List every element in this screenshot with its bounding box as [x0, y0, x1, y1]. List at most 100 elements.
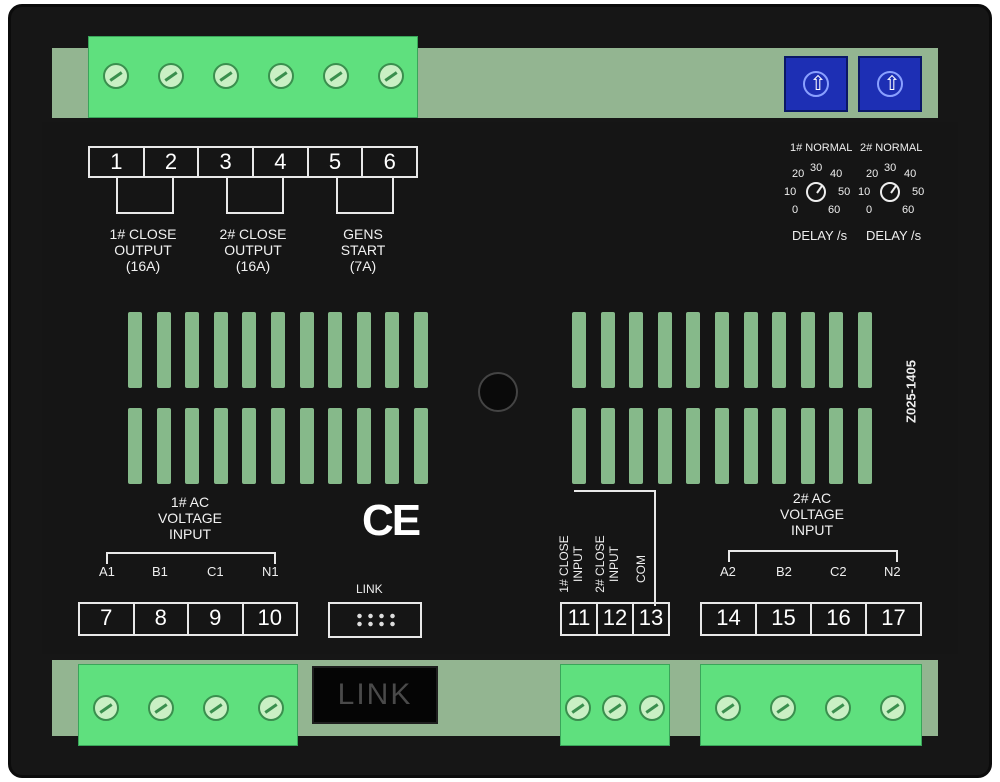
screw-icon[interactable] [258, 695, 284, 721]
ce-mark: CE [362, 496, 421, 545]
screw-icon[interactable] [103, 63, 129, 89]
vent-slot [385, 312, 400, 388]
screw-icon[interactable] [203, 695, 229, 721]
vent-slot [328, 312, 343, 388]
screw-icon[interactable] [602, 695, 628, 721]
contact-symbol [336, 178, 394, 214]
vent-slot [829, 312, 844, 388]
vent-slot [829, 408, 844, 484]
screw-icon[interactable] [158, 63, 184, 89]
vent-slot [242, 408, 257, 484]
vent-slot [715, 312, 729, 388]
phase-label: C2 [830, 564, 847, 579]
vent-slot [128, 312, 142, 388]
arrow-up-icon: ⇧ [883, 73, 901, 95]
scale-label: 30 [884, 162, 897, 174]
phase-label: C1 [207, 564, 224, 579]
vent-slot [185, 312, 200, 388]
vent-slot [772, 312, 787, 388]
scale-label: 40 [904, 168, 917, 180]
vent-slot [743, 408, 758, 484]
screw-icon[interactable] [565, 695, 591, 721]
delay-potentiometer-2[interactable]: ⇧ [858, 56, 922, 112]
phase-label: N2 [884, 564, 901, 579]
terminal-1: 1 [90, 148, 145, 176]
vent-slot [629, 312, 644, 388]
vent-slot [743, 312, 758, 388]
terminal-6: 6 [383, 149, 396, 174]
scale-label: 50 [912, 186, 925, 198]
scale-label: 10 [784, 186, 797, 198]
vent-slot [572, 408, 586, 484]
vent-slot [858, 312, 872, 388]
phase-label: N1 [262, 564, 279, 579]
screw-icon[interactable] [639, 695, 665, 721]
terminal-10: 10 [257, 605, 282, 630]
contact-symbol [226, 178, 284, 214]
phase-label: B2 [776, 564, 792, 579]
vent-slot [414, 312, 428, 388]
scale-label: 40 [830, 168, 843, 180]
input-wiring [574, 490, 656, 606]
vent-slot [356, 408, 371, 484]
screw-icon[interactable] [323, 63, 349, 89]
delay-caption-2: DELAY /s [866, 228, 922, 243]
scale-label: 20 [792, 168, 805, 180]
vent-slot [242, 312, 257, 388]
phase-label: A2 [720, 564, 736, 579]
terminal-12: 12 [598, 604, 634, 634]
delay-dial-2[interactable] [880, 182, 900, 202]
terminal-3: 3 [199, 148, 255, 176]
arrow-up-icon: ⇧ [809, 73, 827, 95]
screw-icon[interactable] [715, 695, 741, 721]
screw-icon[interactable] [825, 695, 851, 721]
vent-slot [299, 408, 314, 484]
terminal-15: 15 [757, 604, 812, 634]
close-input-label-2: 2# CLOSE INPUT [593, 535, 621, 593]
scale-label: 60 [902, 204, 915, 216]
ac1-terminal-block: 7 8 9 10 [78, 602, 298, 636]
screw-icon[interactable] [268, 63, 294, 89]
vent-slot [600, 312, 615, 388]
vent-slot [271, 312, 285, 388]
ac1-connector-block[interactable] [78, 664, 298, 746]
close-input-label-1: 1# CLOSE INPUT [557, 535, 585, 593]
link-label: LINK [337, 678, 413, 711]
link-connector[interactable]: LINK [312, 666, 438, 724]
delay-title-2: 2# NORMAL [860, 142, 923, 154]
screw-icon[interactable] [770, 695, 796, 721]
ac2-connector-block[interactable] [700, 664, 922, 746]
link-port[interactable] [328, 602, 422, 638]
vent-slot [271, 408, 285, 484]
terminal-11: 11 [562, 604, 598, 634]
screw-icon[interactable] [213, 63, 239, 89]
vent-slot [356, 312, 371, 388]
vent-slot [715, 408, 729, 484]
vent-slot [686, 312, 701, 388]
vent-slot [185, 408, 200, 484]
terminal-5: 5 [309, 148, 364, 176]
delay-potentiometer-1[interactable]: ⇧ [784, 56, 848, 112]
vent-slot [800, 312, 815, 388]
screw-icon[interactable] [880, 695, 906, 721]
vent-slot [772, 408, 787, 484]
screw-icon[interactable] [148, 695, 174, 721]
terminal-4: 4 [254, 148, 309, 176]
mounting-hole [478, 372, 518, 412]
close-input-connector-block[interactable] [560, 664, 670, 746]
top-connector-block[interactable] [88, 36, 418, 118]
ac2-terminal-block: 14 15 16 17 [700, 602, 922, 636]
screw-icon[interactable] [378, 63, 404, 89]
delay-dial-1[interactable] [806, 182, 826, 202]
vent-slot [572, 312, 586, 388]
scale-label: 10 [858, 186, 871, 198]
phase-label: B1 [152, 564, 168, 579]
vent-slot [156, 312, 171, 388]
terminal-13: 13 [638, 605, 664, 630]
vent-slot [600, 408, 615, 484]
scale-label: 0 [792, 204, 799, 216]
terminal-16: 16 [812, 604, 867, 634]
screw-icon[interactable] [93, 695, 119, 721]
